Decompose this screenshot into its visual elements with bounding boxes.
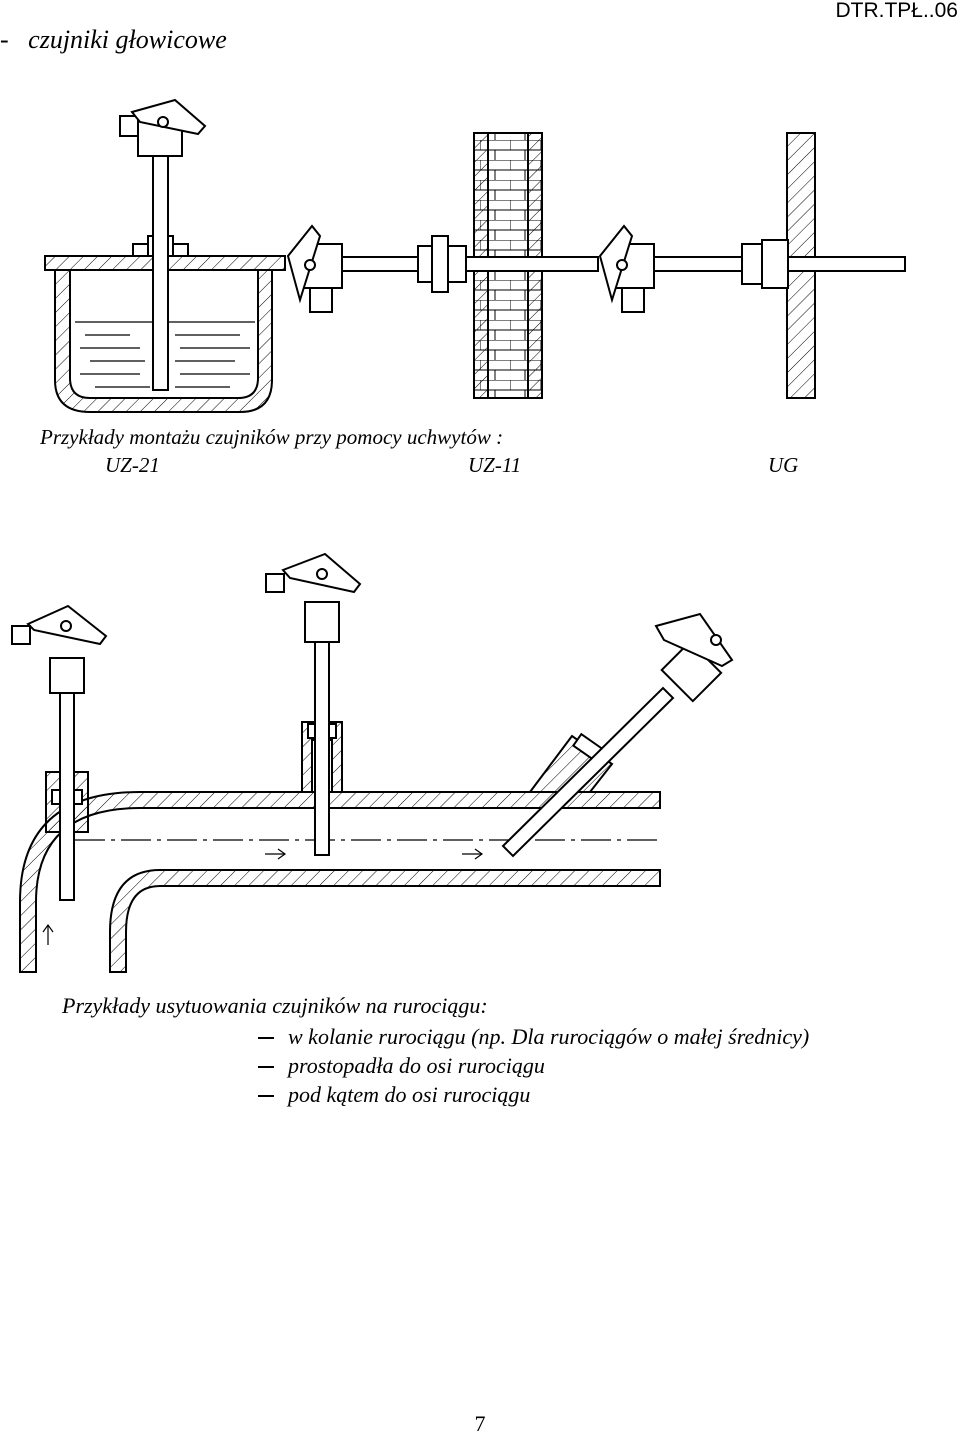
label-ug: UG [768,453,799,477]
document-code: DTR.TPŁ..06 [835,0,958,22]
list-item: pod kątem do osi rurociągu [258,1080,809,1109]
sensor-head-icon [119,98,207,157]
label-uz21: UZ-21 [105,453,160,477]
flow-arrow-icon [462,848,484,860]
sensor-ug [598,224,906,313]
sensor-head-icon [598,224,655,313]
sensor-head-icon [286,224,343,313]
flow-arrow-icon [265,848,287,860]
sensor-uz11 [286,224,599,313]
dash-bullet-icon [258,1095,274,1097]
pipeline-placement-drawing [11,552,734,973]
figure2-caption: Przykłady usytuowania czujników na ruroc… [62,993,488,1018]
placement-list: w kolanie rurociągu (np. Dla rurociągów … [258,1022,809,1109]
figure1-caption: Przykłady montażu czujników przy pomocy … [40,425,504,449]
sensor-angled [501,612,734,858]
sensor-elbow [11,604,108,901]
page-number: 7 [474,1411,486,1436]
label-uz11: UZ-11 [468,453,522,477]
tank-uz21 [44,98,286,413]
list-item: w kolanie rurociągu (np. Dla rurociągów … [258,1022,809,1051]
sensor-perpendicular [265,552,362,856]
dash-bullet-icon [258,1066,274,1068]
section-title: - czujniki głowicowe [0,25,227,54]
flow-arrow-icon [42,923,54,945]
list-item: prostopadła do osi rurociągu [258,1051,809,1080]
dash-bullet-icon [258,1037,274,1039]
mounting-examples-drawing [44,98,906,413]
